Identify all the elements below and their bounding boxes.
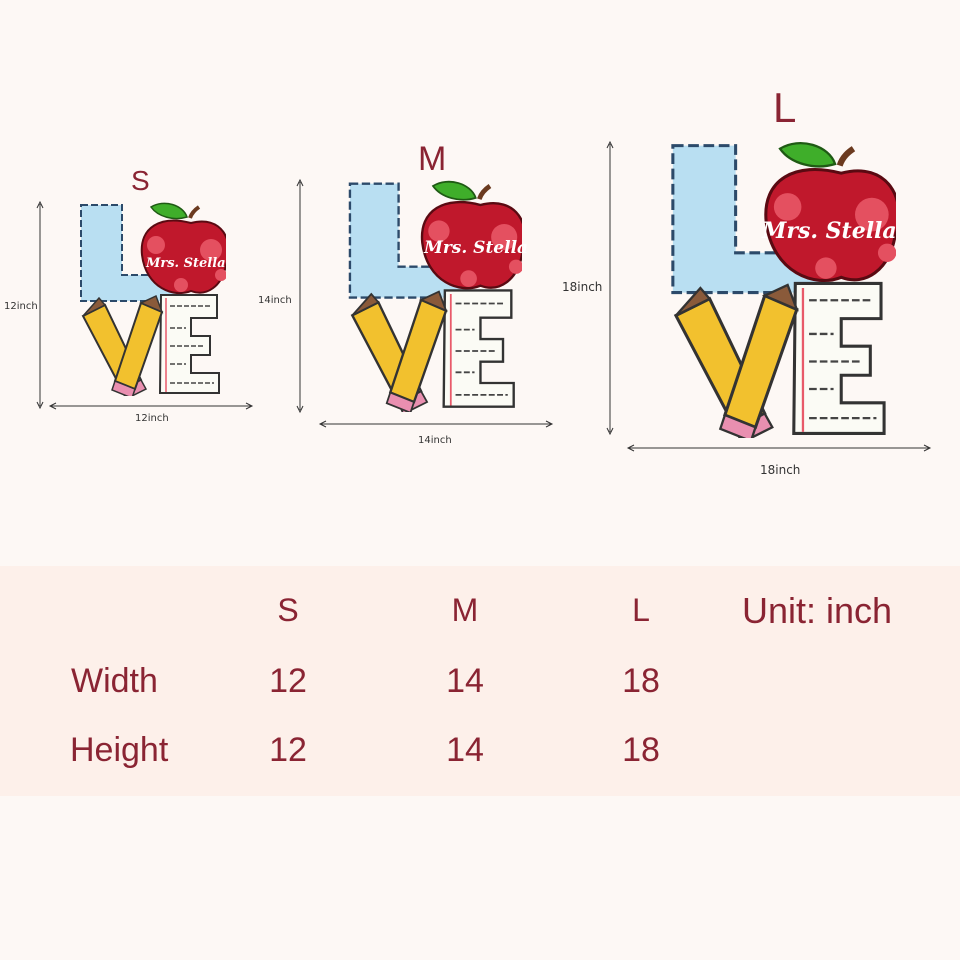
height-arrow-s <box>36 200 44 410</box>
width-label-l: 18inch <box>760 463 801 477</box>
pencil-icon <box>385 290 448 412</box>
apple-name-text-s: Mrs. Stella <box>146 256 226 271</box>
e-block-icon <box>158 294 220 394</box>
apple-icon <box>420 180 522 290</box>
table-header-s: S <box>277 592 299 628</box>
table-header-l: L <box>632 592 650 628</box>
width-arrow-s <box>48 402 254 410</box>
height-value-s: 12 <box>269 731 307 769</box>
apple-name-text-l: Mrs. Stella <box>762 218 897 244</box>
size-label-s: S <box>131 165 150 196</box>
apple-icon <box>140 202 226 295</box>
pencil-icon <box>111 294 164 396</box>
row-label-width: Width <box>71 662 158 700</box>
unit-label: Unit: inch <box>742 590 893 631</box>
size-table <box>0 566 960 796</box>
width-arrow-l <box>626 444 932 452</box>
width-label-s: 12inch <box>135 413 169 424</box>
row-label-height: Height <box>70 731 169 769</box>
width-value-m: 14 <box>446 662 484 700</box>
width-value-s: 12 <box>269 662 307 700</box>
height-arrow-l <box>606 140 614 436</box>
e-block-icon <box>792 281 886 435</box>
e-block-icon <box>442 289 515 408</box>
pencil-icon <box>718 283 799 438</box>
table-header-m: M <box>451 592 479 628</box>
love-sign-s <box>80 202 226 396</box>
height-value-m: 14 <box>446 731 484 769</box>
size-label-l: L <box>773 84 797 131</box>
height-label-l: 18inch <box>562 280 603 294</box>
love-sign-m <box>348 180 522 412</box>
love-sign-l <box>671 142 896 438</box>
height-value-l: 18 <box>622 731 660 769</box>
height-label-m: 14inch <box>258 295 292 306</box>
size-label-m: M <box>418 140 447 178</box>
apple-name-text-m: Mrs. Stella <box>424 238 529 258</box>
apple-icon <box>764 142 896 282</box>
height-arrow-m <box>296 178 304 414</box>
width-arrow-m <box>318 420 554 428</box>
width-value-l: 18 <box>622 662 660 700</box>
width-label-m: 14inch <box>418 435 452 446</box>
height-label-s: 12inch <box>4 301 38 312</box>
